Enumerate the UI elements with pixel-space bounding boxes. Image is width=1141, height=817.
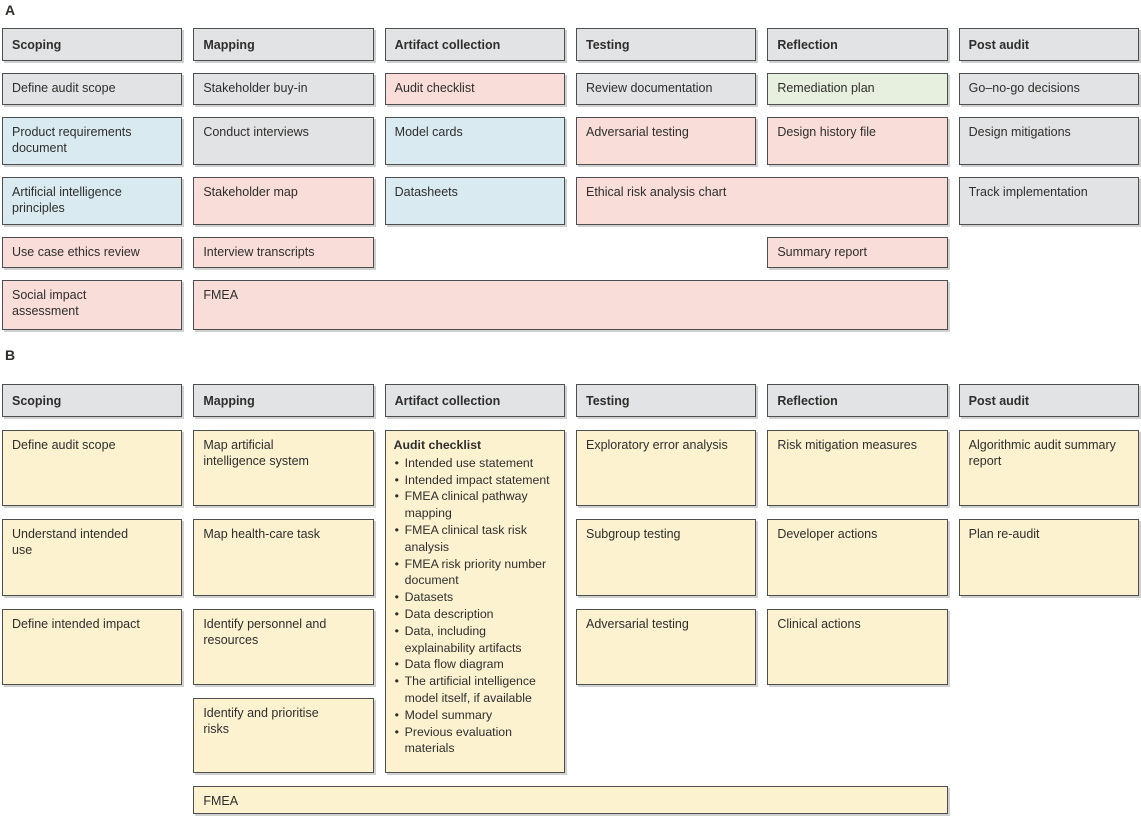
box-map-health-care-task: Map health-care task [193, 519, 374, 596]
box-audit-checklist: Audit checklistIntended use statementInt… [384, 430, 565, 773]
header-reflection: Reflection [767, 28, 948, 61]
box-remediation-plan: Remediation plan [767, 73, 948, 105]
box-interview-transcripts: Interview transcripts [193, 237, 374, 268]
box-stakeholder-buy-in: Stakeholder buy-in [193, 73, 374, 105]
checklist-item: Data, including explainability artifacts [395, 623, 556, 657]
header-post-audit: Post audit [958, 384, 1139, 417]
box-stakeholder-map: Stakeholder map [193, 177, 374, 225]
checklist-item: Intended impact statement [395, 472, 556, 489]
box-ai-principles: Artificial intelligence principles [2, 177, 183, 225]
box-define-audit-scope: Define audit scope [2, 430, 183, 506]
header-scoping: Scoping [2, 384, 183, 417]
box-design-mitigations: Design mitigations [958, 117, 1139, 165]
checklist-item: FMEA risk priority number document [395, 556, 556, 590]
box-identify-personnel-and-resources: Identify personnel and resources [193, 609, 374, 685]
header-artifact-collection: Artifact collection [384, 28, 565, 61]
panel-b-grid: Scoping Mapping Artifact collection Testing… [2, 384, 1139, 814]
box-risk-mitigation-measures: Risk mitigation measures [767, 430, 948, 506]
checklist-item: Intended use statement [395, 455, 556, 472]
box-model-cards: Model cards [384, 117, 565, 165]
header-mapping: Mapping [193, 28, 374, 61]
checklist-item: Datasets [395, 589, 556, 606]
box-ethical-risk-analysis-chart: Ethical risk analysis chart [575, 177, 948, 225]
box-datasheets: Datasheets [384, 177, 565, 225]
checklist-item: Previous evaluation materials [395, 724, 556, 758]
box-plan-re-audit: Plan re-audit [958, 519, 1139, 596]
box-map-ai-system: Map artificial intelligence system [193, 430, 374, 506]
box-design-history-file: Design history file [767, 117, 948, 165]
box-audit-checklist: Audit checklist [384, 73, 565, 105]
box-adversarial-testing: Adversarial testing [575, 609, 757, 685]
box-subgroup-testing: Subgroup testing [575, 519, 757, 596]
header-post-audit: Post audit [958, 28, 1139, 61]
box-social-impact-assessment: Social impact assessment [2, 280, 183, 330]
box-go-no-go-decisions: Go–no-go decisions [958, 73, 1139, 105]
checklist: Intended use statementIntended impact st… [394, 455, 556, 757]
checklist-title: Audit checklist [393, 438, 482, 452]
box-summary-report: Summary report [767, 237, 948, 268]
header-mapping: Mapping [193, 384, 374, 417]
header-reflection: Reflection [767, 384, 948, 417]
checklist-item: Data flow diagram [395, 656, 556, 673]
box-track-implementation: Track implementation [958, 177, 1139, 225]
checklist-item: Data description [395, 606, 556, 623]
box-fmea-span: FMEA [193, 280, 948, 330]
box-fmea-span: FMEA [193, 786, 948, 814]
box-conduct-interviews: Conduct interviews [193, 117, 374, 165]
box-understand-intended-use: Understand intended use [2, 519, 183, 596]
box-algorithmic-audit-summary-report: Algorithmic audit summary report [958, 430, 1139, 506]
header-scoping: Scoping [2, 28, 183, 61]
header-testing: Testing [575, 384, 757, 417]
checklist-item: Model summary [395, 707, 556, 724]
panel-b-label: B [5, 347, 16, 363]
box-identify-and-prioritise-risks: Identify and prioritise risks [193, 698, 374, 773]
header-testing: Testing [575, 28, 757, 61]
box-adversarial-testing: Adversarial testing [575, 117, 757, 165]
box-exploratory-error-analysis: Exploratory error analysis [575, 430, 757, 506]
box-clinical-actions: Clinical actions [767, 609, 948, 685]
panel-a-label: A [5, 2, 16, 18]
box-define-audit-scope: Define audit scope [2, 73, 183, 105]
panel-a-grid: Scoping Mapping Artifact collection Testing… [2, 28, 1139, 330]
header-artifact-collection: Artifact collection [384, 384, 565, 417]
box-define-intended-impact: Define intended impact [2, 609, 183, 685]
checklist-item: FMEA clinical pathway mapping [395, 488, 556, 522]
checklist-item: FMEA clinical task risk analysis [395, 522, 556, 556]
box-use-case-ethics-review: Use case ethics review [2, 237, 183, 268]
box-product-requirements-document: Product requirements document [2, 117, 183, 165]
checklist-item: The artificial intelligence model itself… [395, 673, 556, 707]
box-review-documentation: Review documentation [575, 73, 757, 105]
box-developer-actions: Developer actions [767, 519, 948, 596]
